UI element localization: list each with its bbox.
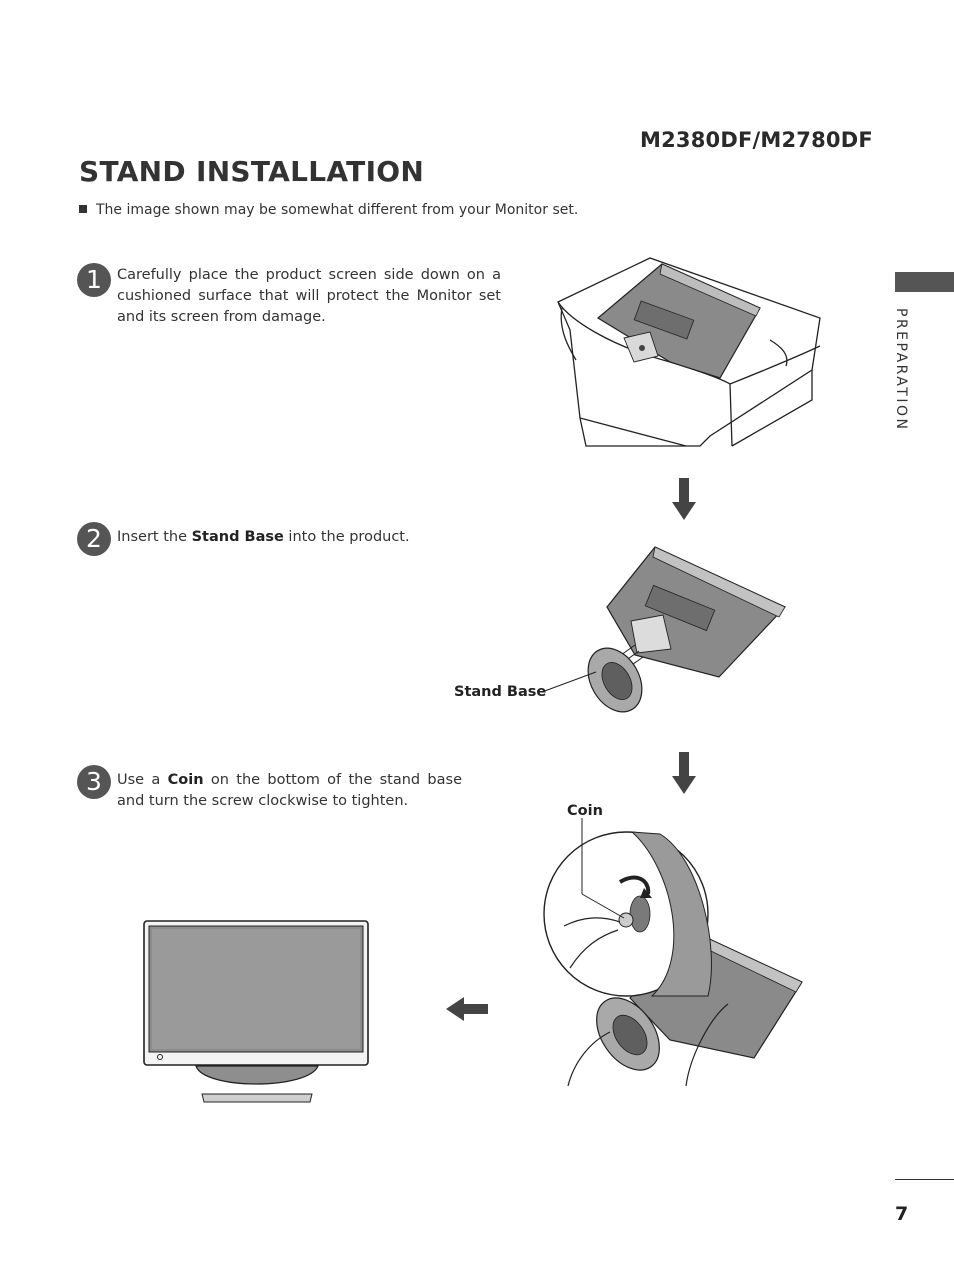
section-label: PREPARATION bbox=[893, 308, 909, 432]
step-3-text-after: on the bottom of the stand base and turn… bbox=[117, 772, 462, 809]
step-2-number: 2 bbox=[77, 522, 111, 556]
step-3-text: Use a Coin on the bottom of the stand ba… bbox=[117, 770, 462, 812]
illustration-step-2 bbox=[587, 546, 787, 713]
illustration-step-1 bbox=[557, 257, 821, 447]
step-1-text: Carefully place the product screen side … bbox=[117, 267, 501, 325]
step-2-text-after: into the product. bbox=[283, 529, 410, 545]
page-title: STAND INSTALLATION bbox=[79, 155, 425, 188]
step-3-bold: Coin bbox=[167, 772, 204, 788]
illustration-assembled-monitor bbox=[143, 920, 369, 1103]
bullet-square-icon bbox=[79, 205, 87, 213]
left-arrow-icon bbox=[446, 997, 488, 1021]
model-number: M2380DF/M2780DF bbox=[640, 128, 873, 152]
note: The image shown may be somewhat differen… bbox=[79, 202, 578, 218]
step-3-text-before: Use a bbox=[117, 772, 168, 788]
step-1-number: 1 bbox=[77, 263, 111, 297]
down-arrow-icon bbox=[672, 752, 696, 794]
step-2-text-before: Insert the bbox=[117, 529, 192, 545]
step-3-number: 3 bbox=[77, 765, 111, 799]
callout-stand-base-line bbox=[541, 671, 597, 693]
callout-stand-base-label: Stand Base bbox=[454, 684, 547, 700]
step-2-text: Insert the Stand Base into the product. bbox=[117, 527, 497, 548]
page-number: 7 bbox=[895, 1203, 909, 1225]
step-2-bold: Stand Base bbox=[191, 529, 284, 545]
footer-divider bbox=[895, 1179, 954, 1180]
down-arrow-icon bbox=[672, 478, 696, 520]
illustration-step-3 bbox=[543, 818, 803, 1087]
note-text: The image shown may be somewhat differen… bbox=[96, 202, 579, 218]
callout-coin-label: Coin bbox=[567, 803, 603, 819]
section-tab bbox=[895, 272, 954, 292]
